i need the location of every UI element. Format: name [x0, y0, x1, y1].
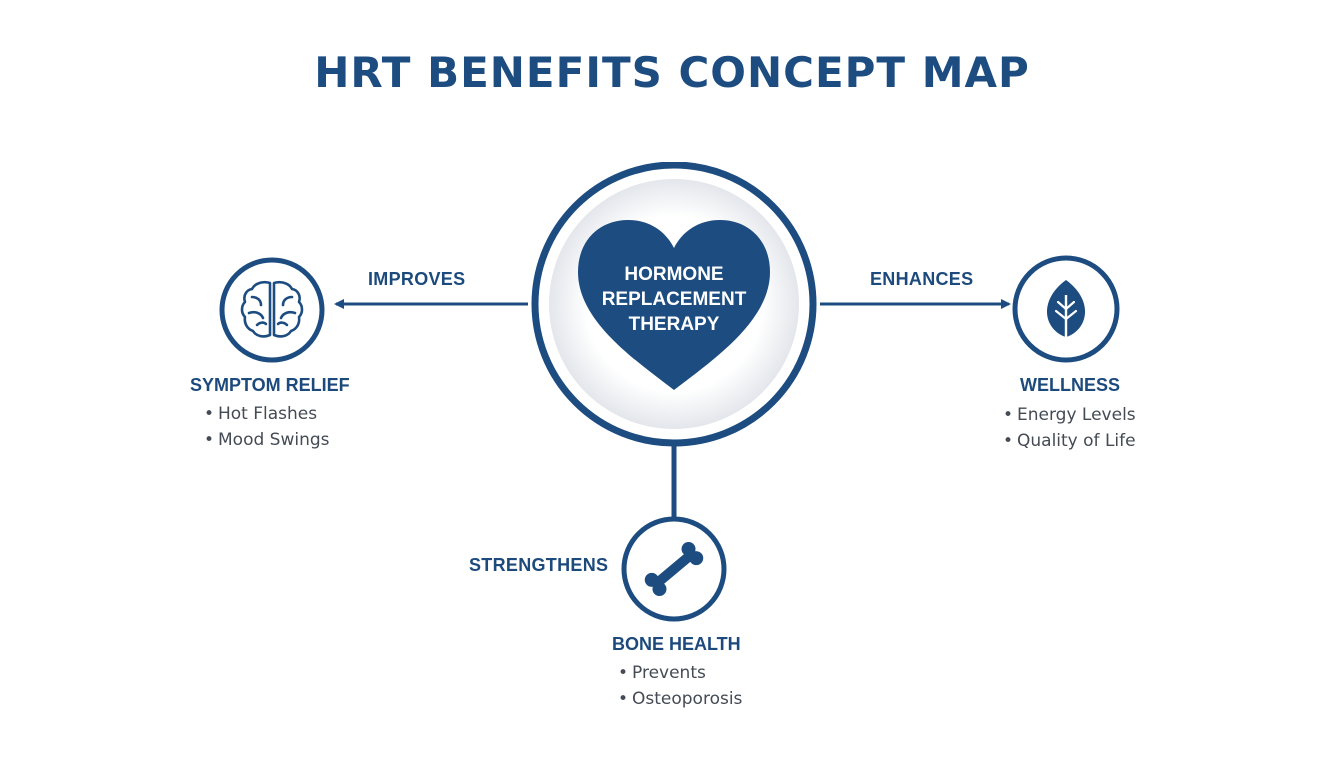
- center-ring: [531, 161, 817, 447]
- list-item: Mood Swings: [204, 427, 330, 453]
- center-hub: HORMONE REPLACEMENT THERAPY: [528, 161, 820, 454]
- list-item: Quality of Life: [1003, 428, 1136, 454]
- list-item: Hot Flashes: [204, 401, 330, 427]
- wellness-node: [1012, 255, 1120, 363]
- heart-icon: [578, 220, 770, 390]
- brain-icon: [240, 280, 304, 338]
- edge-label-strengthens: STRENGTHENS: [469, 555, 609, 575]
- list-item: Osteoporosis: [618, 686, 742, 712]
- edge-label-improves: IMPROVES: [368, 269, 466, 289]
- edge-label-enhances: ENHANCES: [870, 269, 974, 289]
- page-title: HRT BENEFITS CONCEPT MAP: [314, 48, 1030, 97]
- center-label: HORMONE REPLACEMENT THERAPY: [528, 262, 820, 337]
- bone-icon: [644, 541, 704, 597]
- wellness-list: Energy Levels Quality of Life: [1003, 402, 1136, 454]
- bone-health-node: [621, 516, 727, 622]
- symptom-relief-title: SYMPTOM RELIEF: [190, 375, 350, 395]
- bone-health-title: BONE HEALTH: [612, 634, 741, 654]
- symptom-relief-list: Hot Flashes Mood Swings: [204, 401, 330, 453]
- leaf-icon: [1046, 280, 1086, 339]
- wellness-title: WELLNESS: [1020, 375, 1121, 395]
- list-item: Energy Levels: [1003, 402, 1136, 428]
- center-line-1: HORMONE: [624, 264, 724, 285]
- center-line-2: REPLACEMENT: [601, 289, 747, 310]
- list-item: Prevents: [618, 660, 742, 686]
- bone-health-list: Prevents Osteoporosis: [618, 660, 742, 712]
- center-line-3: THERAPY: [628, 314, 720, 335]
- symptom-relief-node: [219, 257, 325, 363]
